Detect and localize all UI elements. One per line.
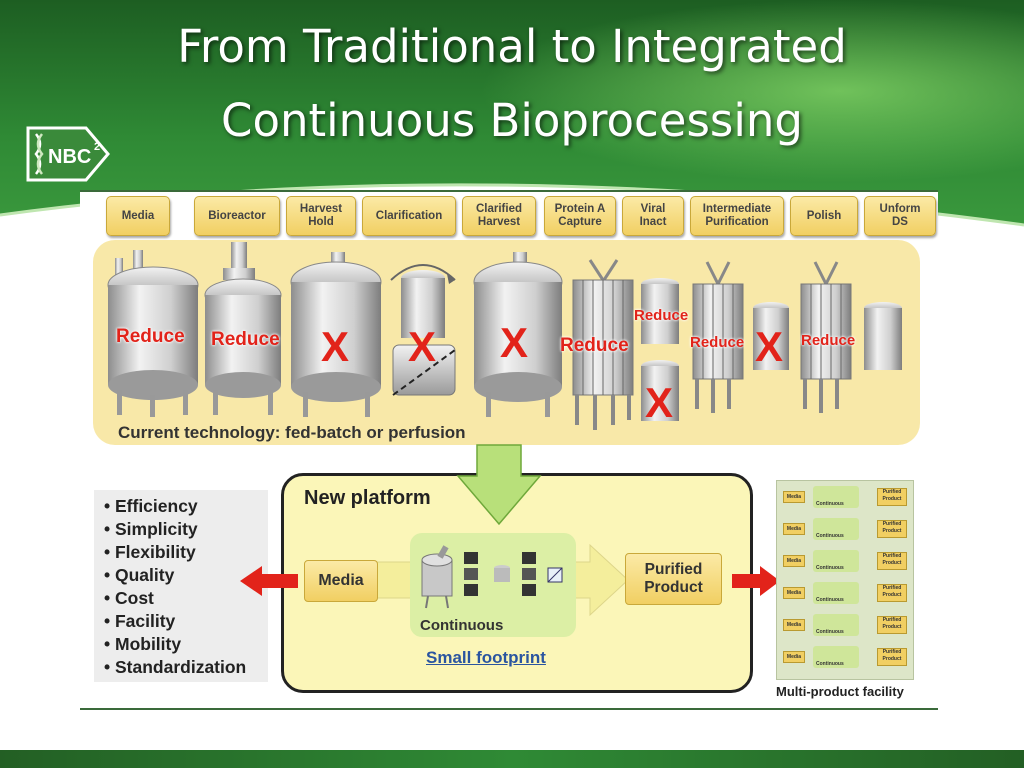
- clarified-harvest-tank: [473, 252, 563, 417]
- stage-clarification: Clarification: [362, 196, 456, 236]
- facility-row: Media Continuous Purified Product: [783, 614, 907, 636]
- nbc2-logo: NBC 2: [26, 126, 110, 182]
- benefit-quality: • Quality: [104, 565, 175, 585]
- stage-polish: Polish: [790, 196, 858, 236]
- facility-row: Media Continuous Purified Product: [783, 646, 907, 668]
- benefit-flexibility: • Flexibility: [104, 542, 196, 562]
- unform-ds-tank: [864, 302, 902, 370]
- mini-continuous-label: Continuous: [816, 533, 844, 539]
- benefit-mobility: • Mobility: [104, 634, 182, 654]
- x-clarification: X: [408, 323, 437, 370]
- protein-a-columns: [572, 259, 634, 430]
- mini-continuous-label: Continuous: [816, 565, 844, 571]
- benefit-simplicity: • Simplicity: [104, 519, 198, 539]
- mini-continuous: [813, 550, 859, 572]
- small-footprint-label: Small footprint: [426, 648, 546, 667]
- x-clarified-harvest: X: [500, 319, 529, 366]
- facility-row: Media Continuous Purified Product: [783, 518, 907, 540]
- x-harvest-hold: X: [321, 323, 350, 370]
- x-viral-inact: X: [645, 379, 674, 426]
- new-platform-media: Media: [304, 560, 378, 602]
- benefits-box: [94, 490, 268, 682]
- mini-continuous-label: Continuous: [816, 629, 844, 635]
- mini-media: Media: [783, 587, 805, 599]
- mini-product: Purified Product: [877, 488, 907, 506]
- reduce-media: Reduce: [116, 326, 185, 347]
- facility-row: Media Continuous Purified Product: [783, 486, 907, 508]
- bioreactor-tank: [204, 242, 282, 415]
- media-tank: [107, 250, 199, 417]
- logo-text: NBC: [48, 146, 91, 168]
- harvest-hold-tank: [290, 252, 382, 417]
- facility-row: Media Continuous Purified Product: [783, 550, 907, 572]
- mini-continuous-label: Continuous: [816, 661, 844, 667]
- purified-product-box: Purified Product: [625, 553, 722, 605]
- slide-title-line-1: From Traditional to Integrated: [177, 20, 847, 73]
- mini-product: Purified Product: [877, 584, 907, 602]
- mini-continuous: [813, 646, 859, 668]
- mini-product: Purified Product: [877, 648, 907, 666]
- mini-continuous: [813, 486, 859, 508]
- facility-row: Media Continuous Purified Product: [783, 582, 907, 604]
- reduce-viral-inact: Reduce: [634, 307, 689, 324]
- continuous-equipment: [421, 545, 563, 609]
- mini-continuous-label: Continuous: [816, 501, 844, 507]
- mini-media: Media: [783, 491, 805, 503]
- stage-media: Media: [106, 196, 170, 236]
- stage-intermediate-purification: Intermediate Purification: [690, 196, 784, 236]
- mini-continuous: [813, 614, 859, 636]
- reduce-intermediate: Reduce: [690, 334, 745, 351]
- continuous-label: Continuous: [420, 617, 504, 634]
- footer-bar: [0, 750, 1024, 768]
- equipment-illustration: [107, 242, 902, 430]
- down-arrow: [456, 444, 542, 526]
- multi-product-facility-label: Multi-product facility: [776, 684, 904, 699]
- mini-product: Purified Product: [877, 552, 907, 570]
- stage-harvest-hold: Harvest Hold: [286, 196, 356, 236]
- mini-product: Purified Product: [877, 616, 907, 634]
- mini-media: Media: [783, 555, 805, 567]
- stage-viral-inact: Viral Inact: [622, 196, 684, 236]
- polish-columns: [800, 261, 852, 413]
- new-platform-title: New platform: [304, 487, 431, 509]
- slide-title-line-2: Continuous Bioprocessing: [221, 94, 803, 147]
- stage-clarified-harvest: Clarified Harvest: [462, 196, 536, 236]
- stage-bar: Media Bioreactor Harvest Hold Clarificat…: [100, 196, 940, 238]
- benefit-standardization: • Standardization: [104, 657, 247, 677]
- benefit-efficiency: • Efficiency: [104, 496, 198, 516]
- mini-media: Media: [783, 619, 805, 631]
- mini-continuous: [813, 582, 859, 604]
- stage-unform-ds: Unform DS: [864, 196, 936, 236]
- left-red-arrow: [240, 566, 298, 596]
- clarification-unit: [390, 264, 456, 396]
- mini-continuous: [813, 518, 859, 540]
- stage-bioreactor: Bioreactor: [194, 196, 280, 236]
- x-intermediate: X: [755, 323, 784, 370]
- reduce-protein-a: Reduce: [560, 335, 629, 356]
- reduce-bioreactor: Reduce: [211, 329, 280, 350]
- benefit-cost: • Cost: [104, 588, 154, 608]
- intermediate-columns: [692, 261, 789, 413]
- mini-media: Media: [783, 523, 805, 535]
- reduce-polish: Reduce: [801, 332, 856, 349]
- mini-continuous-label: Continuous: [816, 597, 844, 603]
- mini-product: Purified Product: [877, 520, 907, 538]
- stage-protein-a-capture: Protein A Capture: [544, 196, 616, 236]
- logo-superscript: 2: [94, 141, 100, 153]
- viral-inact-tanks: [641, 278, 679, 421]
- current-technology-label: Current technology: fed-batch or perfusi…: [118, 423, 466, 442]
- benefit-facility: • Facility: [104, 611, 176, 631]
- right-red-arrow: [732, 566, 780, 596]
- mini-media: Media: [783, 651, 805, 663]
